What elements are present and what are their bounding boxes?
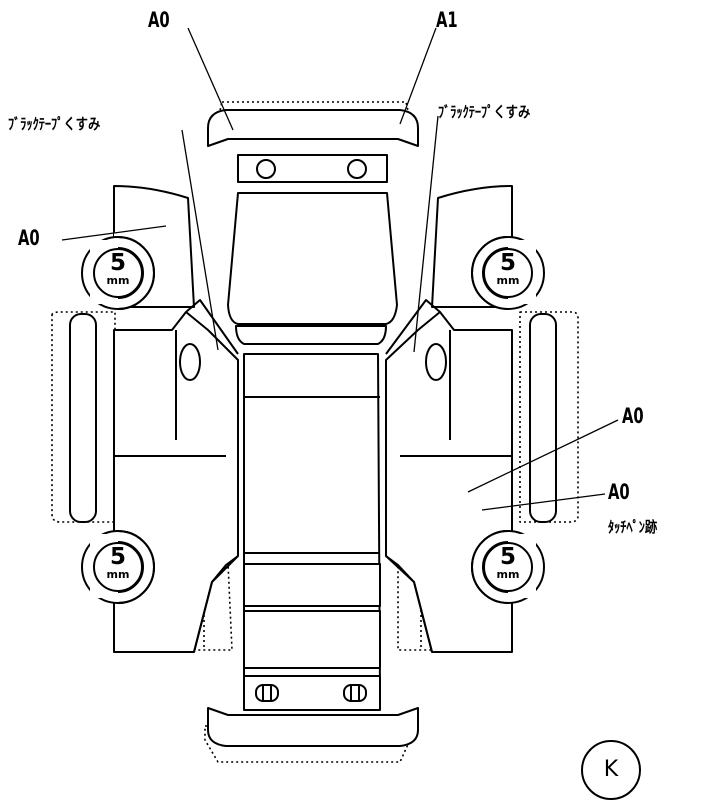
front-grille	[237, 154, 388, 183]
label-right-door-lower: A0	[608, 480, 630, 504]
tire-gauge-front-left: 5 mm	[106, 250, 130, 287]
hood	[227, 192, 398, 325]
tire-gauge-rear-left: 5 mm	[106, 544, 130, 581]
windshield	[235, 325, 387, 345]
label-right-door-upper: A0	[622, 404, 644, 428]
trunk	[243, 610, 381, 669]
rear-bumper	[207, 707, 419, 747]
tire-gauge-rear-right: 5 mm	[496, 544, 520, 581]
front-bumper	[207, 109, 419, 147]
left-step	[69, 313, 97, 523]
rear-window	[243, 563, 381, 607]
tire-gauge-front-right: 5 mm	[496, 250, 520, 287]
leader-lines	[61, 27, 619, 511]
label-tape-right: ﾌﾞﾗｯｸﾃｰﾌﾟくすみ	[438, 103, 531, 121]
right-step	[529, 313, 557, 523]
label-front-bumper-left: A0	[148, 8, 170, 32]
label-touch-pen: ﾀｯﾁﾍﾟﾝ跡	[608, 518, 658, 536]
label-left-fender: A0	[18, 226, 40, 250]
grade-stamp: K	[581, 740, 641, 800]
label-tape-left: ﾌﾞﾗｯｸﾃｰﾌﾟくすみ	[8, 115, 101, 133]
rear-plate	[243, 675, 381, 711]
label-front-bumper-right: A1	[436, 8, 458, 32]
